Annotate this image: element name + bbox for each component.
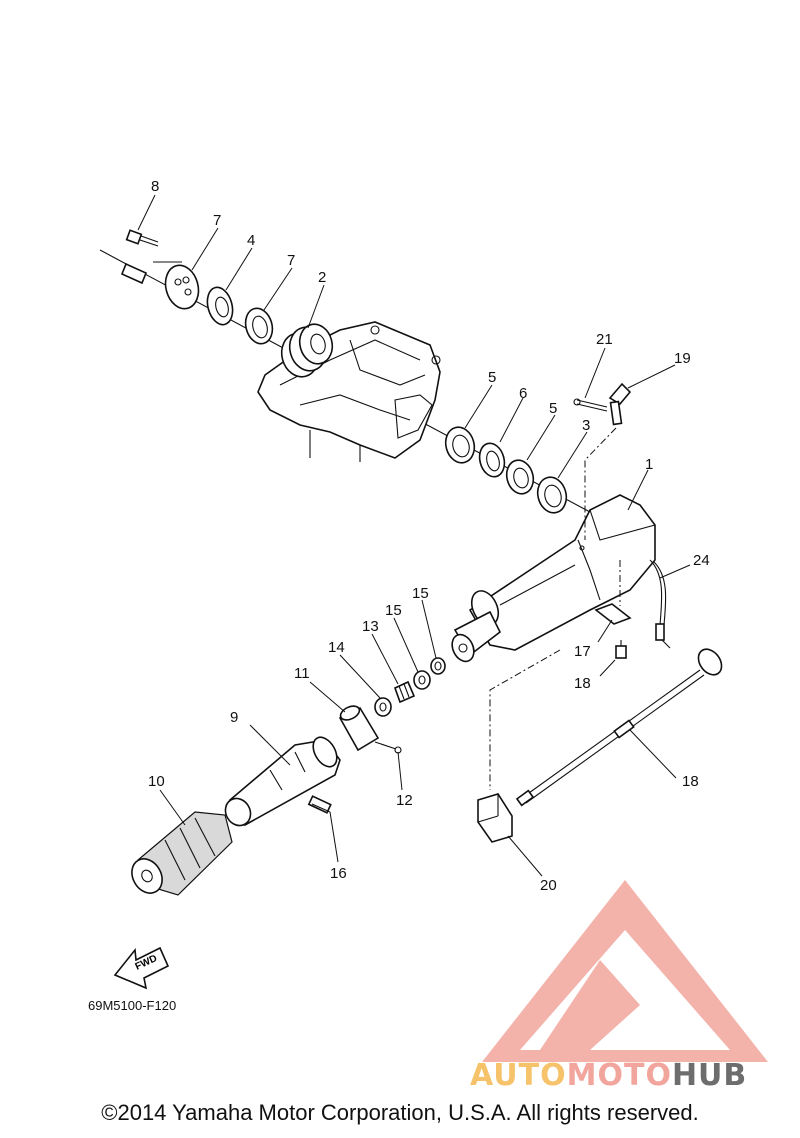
part-12-collar xyxy=(338,705,380,752)
copyright-notice: ©2014 Yamaha Motor Corporation, U.S.A. A… xyxy=(101,1100,699,1125)
label-10: 9 xyxy=(230,709,238,726)
label-16: 16 xyxy=(330,865,347,882)
part-3-ring xyxy=(536,476,568,514)
part-16-screw xyxy=(307,795,332,814)
part-11-grip xyxy=(131,811,233,896)
part-17-nut xyxy=(430,657,446,675)
part-1-handle xyxy=(451,494,656,663)
label-17: 15 xyxy=(412,585,429,602)
part-labels: 8 7 4 7 2 5 6 5 3 21 19 1 24 15 15 13 14… xyxy=(148,178,710,894)
label-19: 17 xyxy=(574,643,591,660)
part-24-wire xyxy=(649,559,671,649)
label-9: 8 xyxy=(151,178,159,195)
cable-end xyxy=(120,262,148,285)
label-15b: 15 xyxy=(385,602,402,619)
leader-lines xyxy=(137,194,691,877)
catalog-code: 69M5100-F120 xyxy=(88,998,177,1013)
part-9-bolt xyxy=(125,229,159,247)
part-19-plate xyxy=(594,603,632,625)
label-3: 3 xyxy=(582,417,590,434)
label-21: 19 xyxy=(674,350,691,367)
label-7: 7 xyxy=(287,252,295,269)
part-5-ring-b xyxy=(505,459,535,495)
part-18-rod xyxy=(515,648,723,807)
label-18: 18 xyxy=(682,773,699,790)
watermark-auto: AUTO xyxy=(470,1058,567,1093)
label-20: 18 xyxy=(574,675,591,692)
label-5b: 5 xyxy=(549,400,557,417)
part-5-ring-a xyxy=(444,426,476,464)
part-13-pin xyxy=(374,741,402,754)
label-4: 4 xyxy=(247,232,255,249)
watermark-moto: MOTO xyxy=(566,1058,672,1093)
label-23: 21 xyxy=(596,331,613,348)
label-14: 13 xyxy=(362,618,379,635)
label-13: 12 xyxy=(396,792,413,809)
label-1: 1 xyxy=(645,456,653,473)
fwd-arrow: FWD xyxy=(113,946,170,990)
assembly-line-22 xyxy=(489,649,561,790)
label-2: 2 xyxy=(318,269,326,286)
part-15-washer-a xyxy=(374,697,392,717)
watermark-logo xyxy=(482,880,768,1062)
part-21-nipple xyxy=(608,382,632,426)
watermark-hub: HUB xyxy=(671,1058,748,1093)
label-15a: 14 xyxy=(328,639,345,656)
part-2-grommet xyxy=(280,323,334,378)
label-22: 20 xyxy=(540,877,557,894)
label-24: 24 xyxy=(693,552,710,569)
part-23-pin xyxy=(573,398,608,412)
part-20-screw xyxy=(615,640,627,659)
watermark-text: AUTOMOTOHUB xyxy=(470,1058,747,1093)
label-6: 6 xyxy=(519,385,527,402)
part-22-bracket xyxy=(477,793,513,843)
label-8: 7 xyxy=(213,212,221,229)
label-5a: 5 xyxy=(488,369,496,386)
part-15-washer-b xyxy=(413,670,431,690)
part-6-ring xyxy=(478,442,506,478)
part-4-grommet xyxy=(206,286,234,326)
part-8-plate xyxy=(164,264,200,310)
label-11: 10 xyxy=(148,773,165,790)
part-7-ring xyxy=(244,307,274,345)
label-12: 11 xyxy=(294,665,310,682)
part-14-spring xyxy=(394,680,416,704)
part-10-shaft xyxy=(224,736,341,827)
